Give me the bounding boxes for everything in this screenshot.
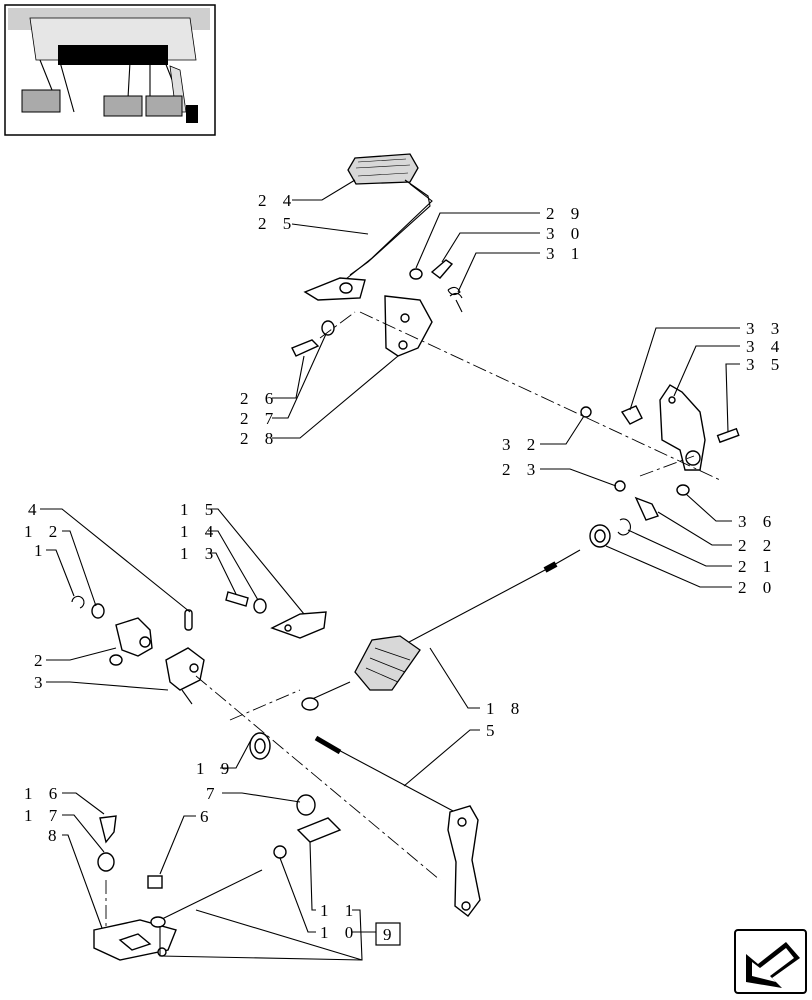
callout-27: 2 7 [240, 409, 279, 428]
washer-14 [253, 598, 267, 614]
callout-10: 1 0 [320, 923, 359, 942]
callout-28: 2 8 [240, 429, 279, 448]
lever-34 [659, 384, 706, 471]
washer-30 [409, 268, 423, 280]
callout-16: 1 6 [24, 784, 63, 803]
callout-3: 3 [34, 673, 49, 692]
callout-9-boxed: 9 [383, 925, 398, 944]
callout-12: 1 2 [24, 522, 63, 541]
callout-30: 3 0 [546, 224, 585, 243]
callout-29: 2 9 [546, 204, 585, 223]
callout-21: 2 1 [738, 557, 777, 576]
washer-23 [614, 480, 626, 492]
pin-22 [634, 496, 659, 521]
callout-35: 3 5 [746, 355, 785, 374]
knob-33 [620, 405, 643, 425]
nut-17 [97, 852, 115, 872]
callout-23: 2 3 [502, 460, 541, 479]
callout-36: 3 6 [738, 512, 777, 531]
clevis-11 [296, 817, 342, 843]
callout-5: 5 [486, 721, 501, 740]
washer-12 [91, 603, 105, 619]
pedal-location-thumbnail [4, 4, 216, 136]
callout-15: 1 5 [180, 500, 219, 519]
grommet-20 [589, 524, 611, 548]
rod-10 [150, 869, 263, 928]
callout-24: 2 4 [258, 191, 297, 210]
callout-14: 1 4 [180, 522, 219, 541]
bolt-16 [99, 815, 117, 844]
callout-4: 4 [28, 500, 43, 519]
callout-31: 3 1 [546, 244, 585, 263]
lever-3 [165, 647, 205, 705]
spring-31 [447, 286, 463, 313]
nut-36 [676, 484, 690, 496]
plate-8 [93, 919, 177, 961]
bracket-15 [270, 611, 327, 639]
spacer-6 [147, 875, 163, 889]
callout-26: 2 6 [240, 389, 279, 408]
bolt-29 [430, 259, 454, 279]
callout-18: 1 8 [486, 699, 525, 718]
pin-4 [184, 609, 193, 631]
callout-33: 3 3 [746, 319, 785, 338]
bolt-26 [291, 339, 320, 357]
pedal-bracket [384, 295, 433, 357]
callout-6: 6 [200, 807, 215, 826]
callout-22: 2 2 [738, 536, 777, 555]
leader-lines [40, 179, 740, 961]
callout-25: 2 5 [258, 214, 297, 233]
callout-8: 8 [48, 826, 63, 845]
callout-7: 7 [206, 784, 221, 803]
callout-32: 3 2 [502, 435, 541, 454]
reference-box-9 [375, 922, 401, 946]
cable-18 [301, 549, 581, 711]
callout-1: 1 [34, 541, 49, 560]
callout-2: 2 [34, 651, 49, 670]
pin-35 [716, 427, 740, 444]
callout-13: 1 3 [180, 544, 219, 563]
clip-21 [617, 518, 631, 536]
callout-11: 1 1 [320, 901, 359, 920]
callout-17: 1 7 [24, 806, 63, 825]
clip-1 [71, 595, 85, 609]
callout-19: 1 9 [196, 759, 235, 778]
washer-32 [580, 406, 592, 418]
callout-34: 3 4 [746, 337, 785, 356]
nut-7 [296, 794, 316, 816]
clip-19 [249, 732, 271, 760]
callout-20: 2 0 [738, 578, 777, 597]
previous-page-arrow-icon[interactable] [734, 929, 807, 994]
clutch-pedal [303, 153, 433, 301]
bolt-13 [225, 591, 249, 607]
rod-5 [314, 735, 481, 917]
nut-10 [273, 845, 287, 859]
callout-labels: 2 4 2 5 2 9 3 0 3 1 2 6 2 7 2 8 3 3 3 4 … [24, 191, 785, 946]
nut-27 [321, 320, 335, 336]
lever-2 [109, 617, 153, 666]
